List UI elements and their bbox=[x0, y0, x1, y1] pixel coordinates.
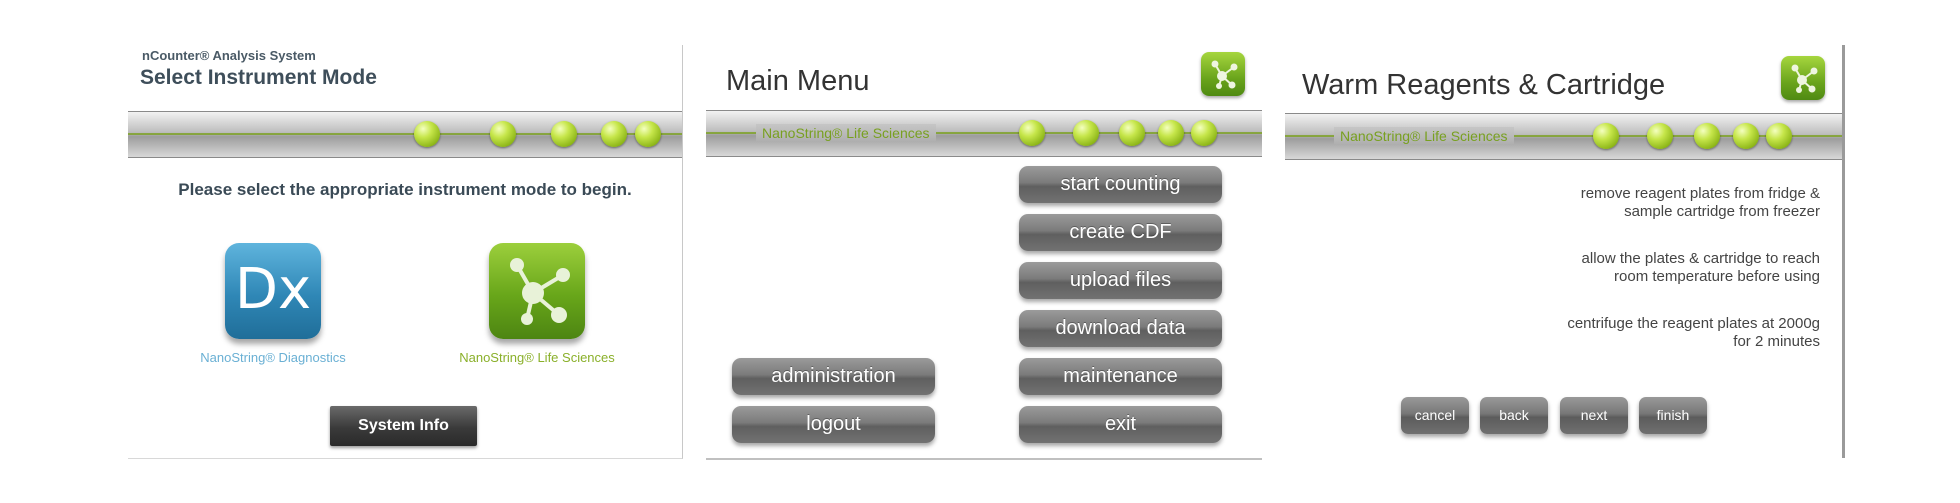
progress-dot bbox=[1073, 120, 1099, 146]
molecule-icon bbox=[510, 258, 570, 325]
instruction-step: allow the plates & cartridge to reach ro… bbox=[1581, 250, 1820, 285]
warm-reagents-screen: Warm Reagents & Cartridge NanoString® Li… bbox=[1285, 45, 1845, 458]
back-button[interactable]: back bbox=[1480, 397, 1548, 434]
page-title: Warm Reagents & Cartridge bbox=[1302, 69, 1666, 101]
system-info-button[interactable]: System Info bbox=[330, 406, 477, 446]
create-cdf-button[interactable]: create CDF bbox=[1019, 214, 1222, 251]
nanostring-logo-icon bbox=[1781, 56, 1825, 100]
progress-dot bbox=[1119, 120, 1145, 146]
instruction-text: Please select the appropriate instrument… bbox=[178, 180, 632, 199]
dx-icon: Dx bbox=[234, 257, 312, 322]
upload-files-button[interactable]: upload files bbox=[1019, 262, 1222, 299]
start-counting-button[interactable]: start counting bbox=[1019, 166, 1222, 203]
progress-dot bbox=[635, 121, 661, 147]
progress-dot bbox=[1766, 123, 1792, 149]
progress-dot bbox=[490, 121, 516, 147]
progress-dot bbox=[601, 121, 627, 147]
life-sciences-mode-button[interactable] bbox=[489, 243, 585, 339]
progress-band bbox=[128, 111, 682, 158]
page-title: Select Instrument Mode bbox=[140, 66, 377, 89]
page-title: Main Menu bbox=[726, 65, 870, 97]
progress-line bbox=[1285, 135, 1842, 137]
nanostring-logo-icon bbox=[1201, 52, 1245, 96]
exit-button[interactable]: exit bbox=[1019, 406, 1222, 443]
logout-button[interactable]: logout bbox=[732, 406, 935, 443]
administration-button[interactable]: administration bbox=[732, 358, 935, 395]
life-sciences-label: NanoString® Life Sciences bbox=[459, 350, 615, 365]
next-button[interactable]: next bbox=[1560, 397, 1628, 434]
progress-dot bbox=[1158, 120, 1184, 146]
diagnostics-mode-button[interactable]: Dx bbox=[225, 243, 321, 339]
cancel-button[interactable]: cancel bbox=[1401, 397, 1469, 434]
instruction-step: centrifuge the reagent plates at 2000g f… bbox=[1567, 315, 1820, 350]
progress-dot bbox=[414, 121, 440, 147]
instruction-step: remove reagent plates from fridge & samp… bbox=[1580, 185, 1820, 220]
progress-line bbox=[128, 133, 682, 135]
progress-dot bbox=[1733, 123, 1759, 149]
progress-line bbox=[706, 132, 1262, 134]
progress-dot bbox=[1593, 123, 1619, 149]
select-mode-screen: nCounter® Analysis System Select Instrum… bbox=[128, 45, 683, 459]
progress-dot bbox=[1019, 120, 1045, 146]
brand-label: NanoString® Life Sciences bbox=[1334, 127, 1514, 145]
progress-dot bbox=[551, 121, 577, 147]
brand-label: NanoString® Life Sciences bbox=[756, 124, 936, 142]
diagnostics-label: NanoString® Diagnostics bbox=[200, 350, 346, 365]
progress-band: NanoString® Life Sciences bbox=[1285, 113, 1842, 160]
maintenance-button[interactable]: maintenance bbox=[1019, 358, 1222, 395]
main-menu-screen: Main Menu NanoString® Life Sciences star… bbox=[706, 45, 1262, 460]
progress-band: NanoString® Life Sciences bbox=[706, 110, 1262, 157]
download-data-button[interactable]: download data bbox=[1019, 310, 1222, 347]
progress-dot bbox=[1191, 120, 1217, 146]
progress-dot bbox=[1647, 123, 1673, 149]
progress-dot bbox=[1694, 123, 1720, 149]
system-subtitle: nCounter® Analysis System bbox=[142, 48, 316, 63]
finish-button[interactable]: finish bbox=[1639, 397, 1707, 434]
